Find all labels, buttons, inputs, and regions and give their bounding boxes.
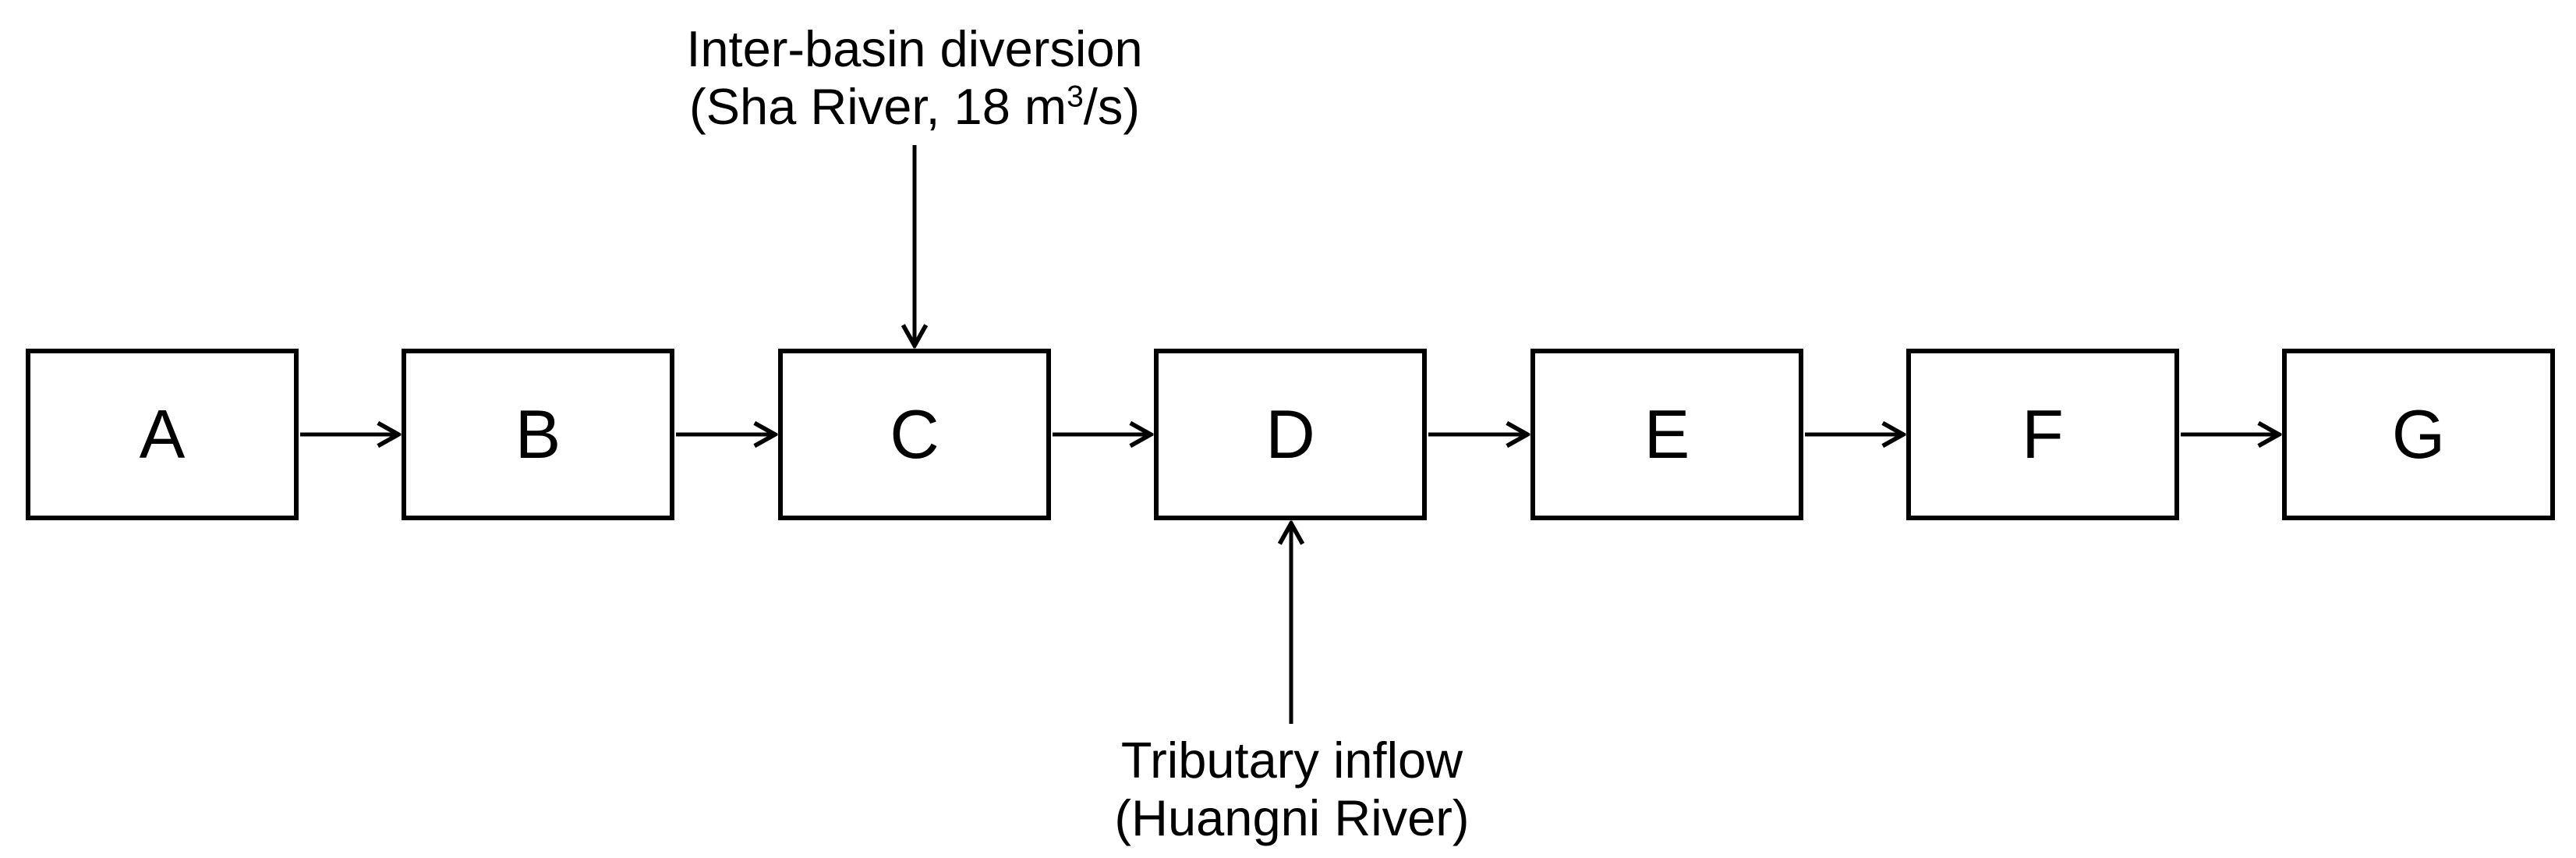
- node-b: B: [402, 349, 674, 520]
- node-c: C: [778, 349, 1051, 520]
- tributary-inflow-label-line2: (Huangni River): [1114, 789, 1470, 846]
- node-d: D: [1154, 349, 1427, 520]
- node-a: A: [26, 349, 299, 520]
- node-f-label: F: [2022, 395, 2064, 473]
- tributary-inflow-label: Tributary inflow (Huangni River): [1114, 732, 1469, 847]
- inter-basin-diversion-label-line2: (Sha River, 18 m3/s): [686, 78, 1142, 136]
- inter-basin-diversion-label-line1: Inter-basin diversion: [686, 20, 1143, 77]
- node-a-label: A: [139, 395, 186, 473]
- node-c-label: C: [890, 395, 939, 473]
- inter-basin-diversion-label: Inter-basin diversion (Sha River, 18 m3/…: [686, 20, 1142, 136]
- tributary-inflow-label-line1: Tributary inflow: [1120, 732, 1463, 789]
- node-f: F: [1906, 349, 2179, 520]
- node-d-label: D: [1265, 395, 1315, 473]
- inter-basin-diversion-label-line2-prefix: (Sha River, 18 m: [688, 78, 1067, 135]
- node-b-label: B: [515, 395, 561, 473]
- node-g: G: [2282, 349, 2555, 520]
- inter-basin-diversion-label-superscript: 3: [1067, 80, 1084, 114]
- node-e: E: [1530, 349, 1803, 520]
- node-g-label: G: [2391, 395, 2446, 473]
- node-e-label: E: [1644, 395, 1690, 473]
- inter-basin-diversion-label-line2-suffix: /s): [1083, 78, 1140, 135]
